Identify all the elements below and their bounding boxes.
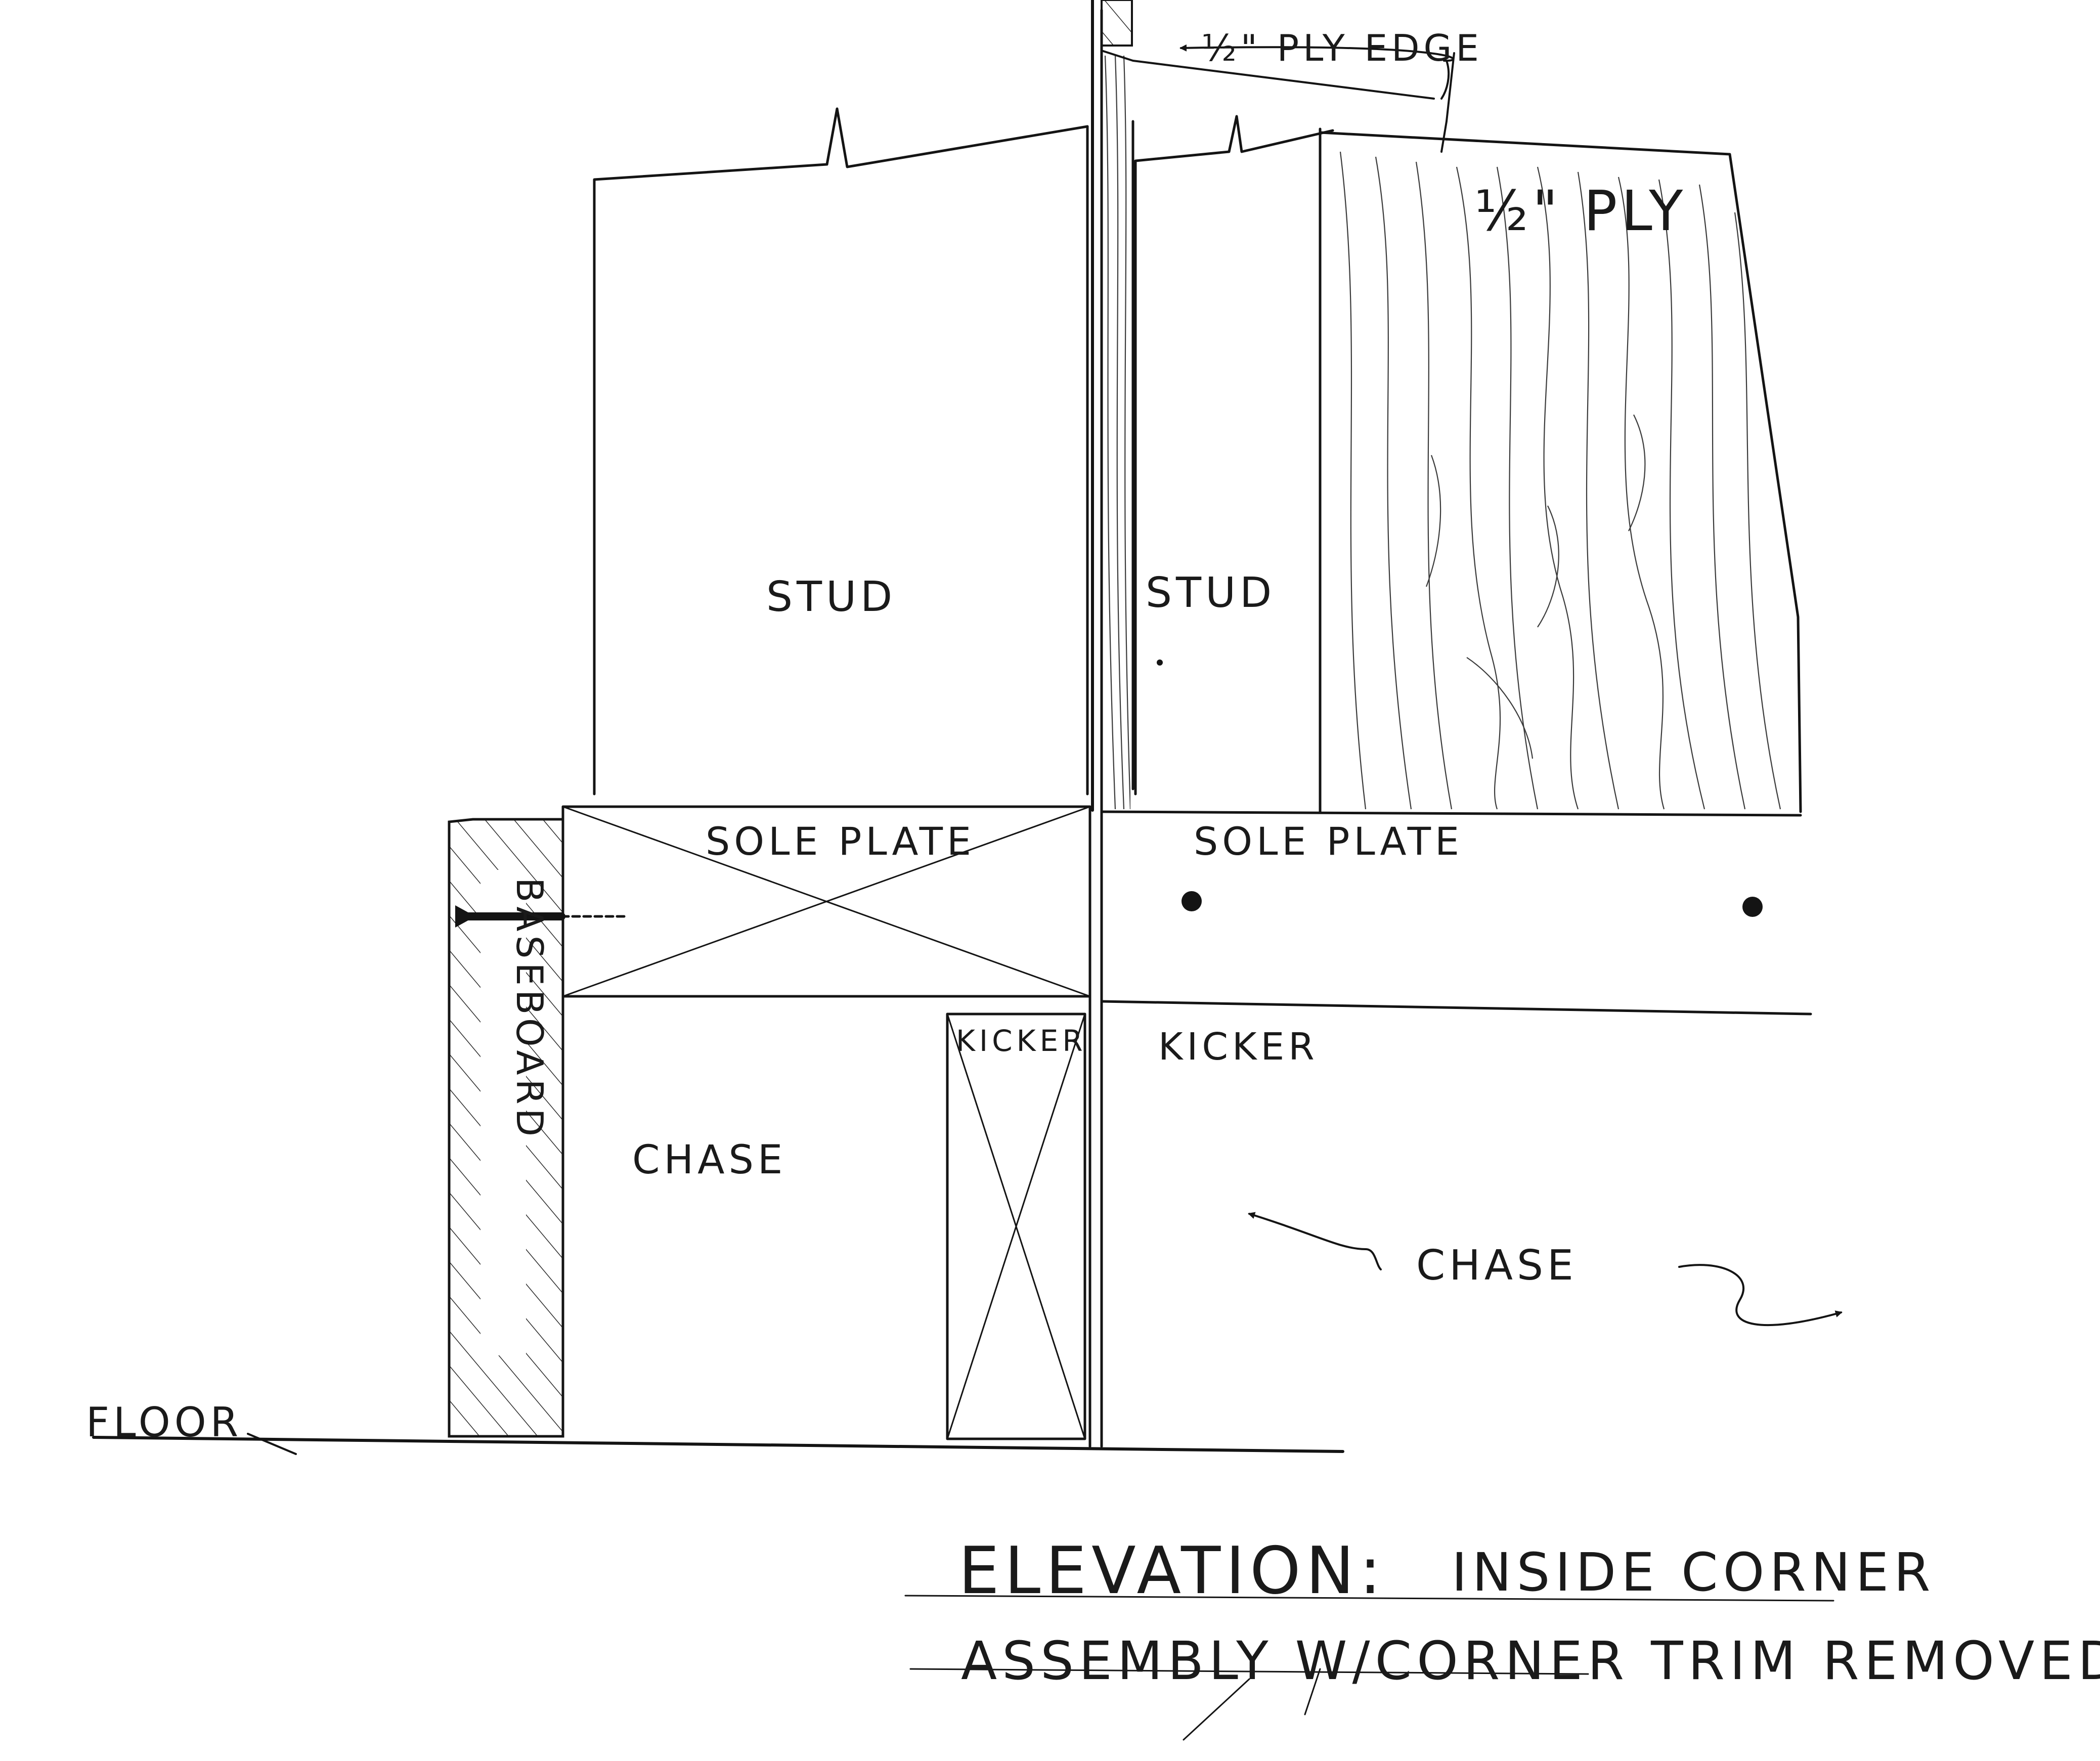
chase-right-label: CHASE [1416,1242,1578,1290]
nail-head-icon [1742,897,1763,917]
sole-plate-right-label: SOLE PLATE [1194,819,1463,864]
kicker-right-label: KICKER [1158,1025,1319,1069]
sole-plate-right [1100,810,1812,1016]
sole-plate-left-label: SOLE PLATE [706,819,975,864]
kicker-left-label: KICKER [956,1024,1087,1058]
plywood-sheet [1319,127,1802,813]
floor-line [92,1436,1344,1453]
title-line1-sub: INSIDE CORNER [1452,1542,1936,1603]
screw-icon [455,905,629,928]
stud-left-label: STUD [766,573,896,621]
plywood-grain [1339,151,1781,810]
stud-left [593,107,1089,796]
ply-edge-strip [1091,0,1435,1448]
nail-head-icon [1182,891,1202,911]
stud-right [1134,115,1334,796]
title-line2: ASSEMBLY W/CORNER TRIM REMOVED [961,1630,2100,1692]
kicker-left [946,995,1091,1448]
title-block: ELEVATION: INSIDE CORNER ASSEMBLY W/CORN… [904,1533,2100,1741]
ply-edge-label: ½" PLY EDGE [1201,27,1483,69]
stud-right-label: STUD [1146,569,1276,617]
ply-label: ½" PLY [1474,179,1687,243]
floor-label: FLOOR [86,1399,242,1446]
chase-direction-arrow [1248,1212,1843,1327]
title-line1-main: ELEVATION: [958,1533,1386,1609]
chase-left-label: CHASE [632,1137,786,1183]
ply-edge-leader [1179,44,1455,153]
baseboard-label: BASEBOARD [508,877,551,1140]
baseboard [448,818,629,1438]
